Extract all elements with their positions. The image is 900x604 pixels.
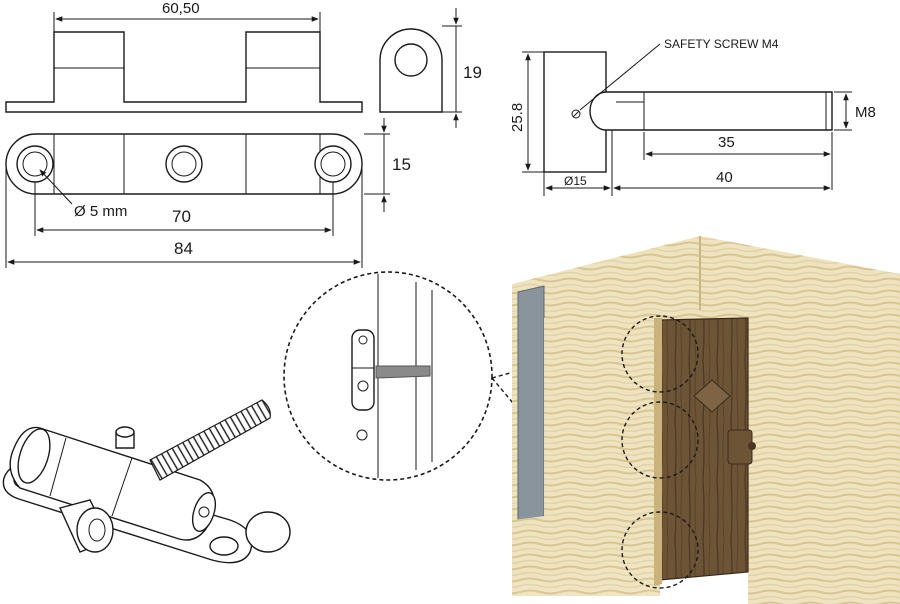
pin-length-label: 40 — [716, 169, 733, 186]
thread-length-label: 35 — [718, 134, 735, 151]
pin-height-label: 25.8 — [509, 103, 526, 132]
thread-size-label: M8 — [855, 104, 876, 121]
pitch-label: 70 — [172, 207, 191, 226]
top-view-drawing: 60,50 — [5, 0, 363, 113]
overall-length-label: 84 — [174, 239, 193, 258]
sauna-room-illustration — [512, 236, 900, 604]
pin-diameter-label: Ø15 — [564, 174, 587, 188]
top-width-label: 60,50 — [162, 0, 200, 17]
depth-label: 15 — [392, 155, 411, 174]
hole-diameter-label: Ø 5 mm — [74, 203, 127, 220]
plan-view-drawing: Ø 5 mm 70 84 15 — [5, 118, 411, 268]
safety-screw-label: SAFETY SCREW M4 — [664, 37, 779, 51]
end-height-label: 19 — [463, 63, 482, 82]
pin-view-drawing: SAFETY SCREW M4 25.8 M8 35 Ø15 40 — [509, 37, 876, 196]
hinge-illustration-icon — [2, 399, 291, 564]
end-view-drawing: 19 — [379, 8, 482, 128]
